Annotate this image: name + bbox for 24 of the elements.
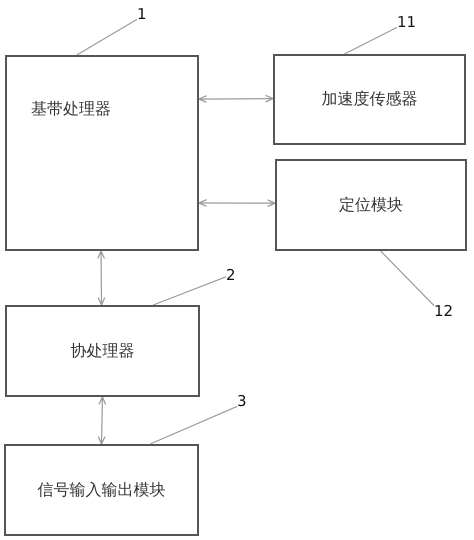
arrow bbox=[198, 94, 274, 104]
leader-line bbox=[380, 250, 434, 306]
leader-line bbox=[150, 406, 238, 445]
leader-line bbox=[152, 276, 226, 306]
module-box bbox=[273, 54, 466, 145]
box-label: 信号输入输出模块 bbox=[38, 480, 166, 500]
module-box bbox=[4, 444, 199, 536]
box-label: 协处理器 bbox=[70, 340, 134, 362]
callout-number: 3 bbox=[237, 392, 247, 410]
callout-number: 1 bbox=[137, 5, 147, 23]
box-label: 定位模块 bbox=[339, 194, 403, 216]
box-label: 加速度传感器 bbox=[322, 89, 418, 110]
callout-number: 12 bbox=[434, 302, 454, 320]
callout-number: 2 bbox=[226, 266, 236, 284]
callout-number: 11 bbox=[397, 13, 416, 31]
arrow bbox=[198, 199, 276, 208]
module-box bbox=[275, 159, 467, 251]
leader-line bbox=[76, 18, 138, 56]
box-label: 基带处理器 bbox=[31, 99, 111, 120]
module-box bbox=[5, 305, 200, 397]
module-box bbox=[5, 55, 199, 251]
arrow bbox=[97, 250, 106, 306]
arrow bbox=[98, 396, 106, 445]
leader-line bbox=[344, 26, 398, 55]
